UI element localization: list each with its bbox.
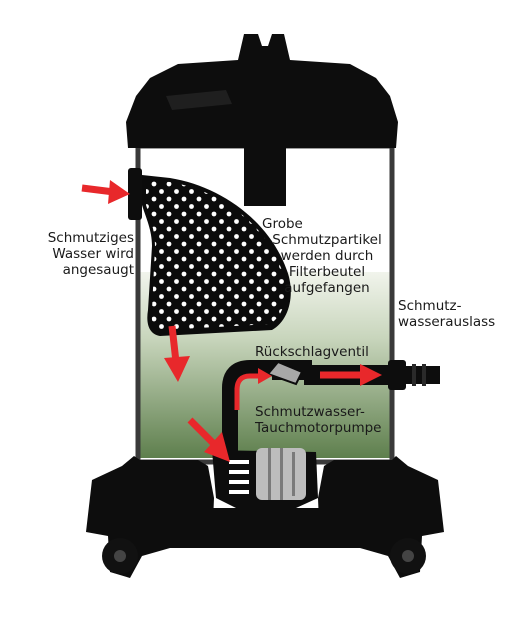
valve-label-line: Rückschlagventil — [255, 344, 369, 360]
arrow-down-filter — [164, 325, 190, 382]
filter-bag-dots — [146, 180, 286, 330]
pump — [212, 360, 318, 508]
check-valve — [266, 360, 312, 386]
outlet-label-line: wasserauslass — [398, 314, 496, 330]
pump-label: Schmutzwasser- Tauchmotorpumpe — [255, 404, 381, 436]
intake-port — [128, 168, 142, 220]
intake-label: Schmutziges Wasser wird angesaugt — [30, 230, 134, 278]
filter-label: Grobe Schmutzpartikel werden durch Filte… — [262, 216, 392, 296]
flow-arrows — [81, 180, 382, 462]
lid-body — [126, 34, 398, 148]
chassis — [86, 456, 444, 578]
filter-label-line: aufgefangen — [284, 280, 370, 296]
pump-riser-pipe — [222, 360, 276, 452]
arrow-intake — [81, 180, 130, 204]
arrow-to-pump — [187, 417, 230, 462]
arrow-riser — [234, 368, 272, 410]
lid-handle-detail — [166, 90, 232, 110]
outlet-label-line: Schmutz- — [398, 298, 462, 314]
chassis-bottom — [176, 508, 360, 548]
valve-label: Rückschlagventil — [255, 344, 369, 360]
lid — [126, 34, 398, 206]
intake-label-line: angesaugt — [62, 262, 134, 278]
filter-label-line: Filterbeutel — [288, 264, 366, 280]
filter-label-line: Grobe — [262, 216, 303, 232]
pump-label-line: Schmutzwasser- — [255, 404, 365, 420]
pump-intake-grille — [226, 452, 252, 502]
suction-tube — [244, 148, 286, 206]
intake-label-line: Schmutziges — [47, 230, 134, 246]
arrow-outlet — [320, 364, 382, 386]
filter-label-line: Schmutzpartikel — [272, 232, 382, 248]
intake-label-line: Wasser wird — [52, 246, 134, 262]
outlet-label: Schmutz- wasserauslass — [398, 298, 495, 330]
pump-label-line: Tauchmotorpumpe — [255, 420, 382, 436]
filter-label-line: werden durch — [280, 248, 374, 264]
